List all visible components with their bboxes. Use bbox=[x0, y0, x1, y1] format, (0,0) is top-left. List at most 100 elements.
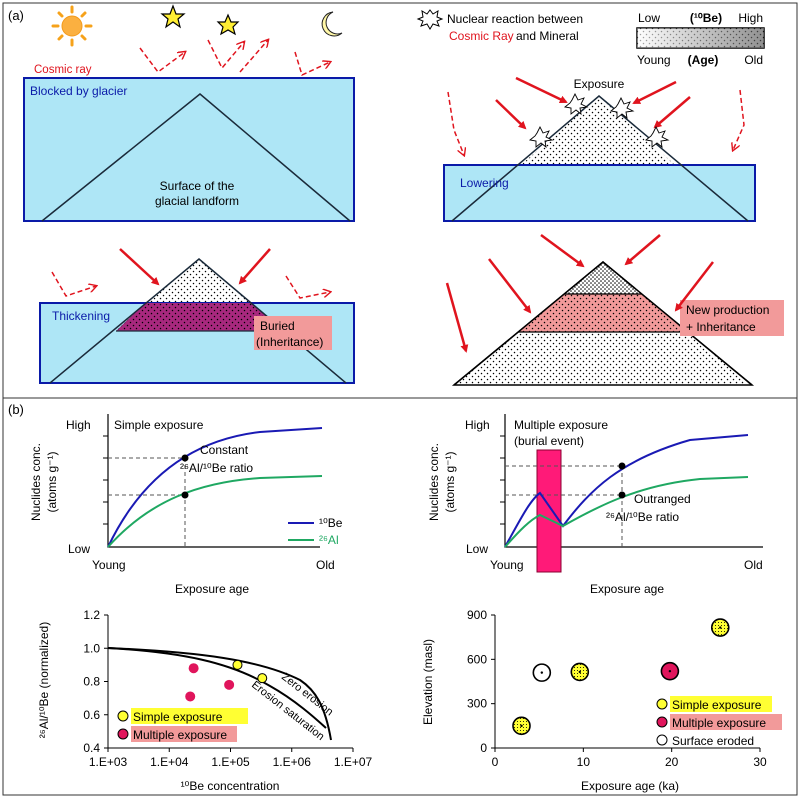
x-tick-label: 1.E+04 bbox=[150, 755, 189, 769]
landform-surface bbox=[453, 261, 753, 386]
legend-multiple-label: Multiple exposure bbox=[133, 728, 227, 742]
x-axis-label: ¹⁰Be concentration bbox=[181, 779, 280, 793]
ratio-chart: ²⁶Al/¹⁰Be (normalized) ¹⁰Be concentratio… bbox=[37, 608, 373, 793]
legend-multiple-label: Multiple exposure bbox=[672, 716, 766, 730]
landform-surface bbox=[451, 95, 749, 222]
scatter-point bbox=[185, 691, 196, 702]
legend-simple-label: Simple exposure bbox=[672, 698, 762, 712]
x-tick-label: 20 bbox=[665, 755, 679, 769]
y-low-label: Low bbox=[466, 542, 488, 556]
legend-multiple-marker bbox=[656, 716, 668, 728]
y-axis-label-line2: (atoms g⁻¹) bbox=[443, 451, 457, 512]
cosmic-ray-label: Cosmic ray bbox=[34, 64, 92, 76]
data-point bbox=[181, 454, 189, 462]
curve-label: Erosion saturation bbox=[249, 679, 326, 743]
scatter-point bbox=[257, 673, 268, 684]
x-tick-label: 1.E+06 bbox=[273, 755, 312, 769]
y-axis-label-line1: Nuclides conc. bbox=[427, 443, 441, 521]
legend-simple-highlight bbox=[131, 708, 248, 724]
simple-exposure-chart: High Low Simple exposure Constant ²⁶Al/¹… bbox=[29, 414, 343, 596]
x-tick-label: 10 bbox=[577, 755, 591, 769]
legend-simple-label: Simple exposure bbox=[133, 710, 223, 724]
reflected-rays bbox=[51, 271, 330, 299]
x-young-label: Young bbox=[490, 558, 524, 572]
legend-simple-marker bbox=[656, 698, 668, 710]
multiple-annot-line1: Outranged bbox=[634, 492, 691, 506]
lowering-label: Lowering bbox=[460, 176, 509, 190]
zero-erosion-curve bbox=[107, 647, 332, 741]
legend-simple-marker bbox=[117, 710, 129, 722]
y-high-label: High bbox=[66, 418, 91, 432]
burst-icon bbox=[416, 9, 444, 30]
multiple-exposure-title-line2: (burial event) bbox=[514, 434, 584, 448]
x-tick-label: 1.E+05 bbox=[211, 755, 250, 769]
scatter-point-center bbox=[668, 669, 672, 673]
scatter-point bbox=[224, 679, 235, 690]
cosmic-ray-arrows bbox=[495, 76, 691, 130]
panel-a-label: (a) bbox=[8, 8, 24, 23]
legend-multiple-marker bbox=[117, 728, 129, 740]
y-tick-label: 300 bbox=[467, 697, 487, 711]
erosion-saturation-curve bbox=[107, 647, 327, 729]
star-icon bbox=[160, 4, 186, 29]
y-axis-label-line2: (atoms g⁻¹) bbox=[45, 451, 59, 512]
simple-exposure-title: Simple exposure bbox=[114, 418, 204, 432]
newprod-label-line2: + Inheritance bbox=[686, 320, 756, 334]
legend-simple-highlight bbox=[670, 696, 772, 712]
exposure-label: Exposure bbox=[574, 77, 625, 91]
newprod-label-box bbox=[680, 300, 784, 336]
x-old-label: Old bbox=[744, 558, 763, 572]
glacier-block bbox=[23, 77, 355, 222]
nuclear-label-mineral: and Mineral bbox=[516, 29, 579, 43]
landform-surface bbox=[41, 93, 351, 222]
legend-low: Low bbox=[638, 11, 660, 25]
simple-annot-line2: ²⁶Al/¹⁰Be ratio bbox=[180, 461, 253, 475]
scatter-point-center bbox=[719, 626, 722, 629]
data-point bbox=[181, 491, 189, 499]
buried-zone bbox=[116, 303, 283, 331]
scatter-point-center bbox=[578, 670, 581, 674]
x-tick-label: 30 bbox=[753, 755, 767, 769]
scatter-point-center bbox=[540, 671, 544, 674]
nuclear-label: Nuclear reaction between bbox=[447, 12, 583, 26]
blocked-label: Blocked by glacier bbox=[30, 84, 127, 98]
elevation-chart: Elevation (masl) Exposure age (ka) Simpl… bbox=[421, 608, 782, 793]
new-production-zone bbox=[518, 294, 688, 332]
legend-multiple-highlight bbox=[670, 714, 782, 730]
y-low-label: Low bbox=[68, 542, 90, 556]
cosmic-ray-arrows bbox=[119, 248, 271, 286]
exposed-dotted-zone bbox=[521, 96, 675, 165]
y-tick-label: 0.4 bbox=[83, 741, 100, 755]
be-curve bbox=[504, 434, 749, 548]
y-high-label: High bbox=[465, 418, 490, 432]
burst-icon bbox=[528, 92, 670, 149]
x-tick-label: 0 bbox=[492, 755, 499, 769]
be-curve bbox=[107, 427, 323, 548]
data-point bbox=[618, 491, 626, 499]
star-icon bbox=[216, 13, 240, 36]
reflected-rays bbox=[447, 89, 745, 155]
legend-old: Old bbox=[744, 53, 763, 67]
x-tick-label: 1.E+03 bbox=[89, 755, 128, 769]
y-axis-label: ²⁶Al/¹⁰Be (normalized) bbox=[37, 622, 51, 738]
lowered-glacier-block bbox=[443, 164, 756, 222]
reflected-rays bbox=[139, 40, 330, 77]
y-axis-label: Elevation (masl) bbox=[421, 639, 435, 725]
buried-label-line1: Buried bbox=[260, 319, 295, 333]
multiple-exposure-title-line1: Multiple exposure bbox=[514, 418, 608, 432]
y-tick-label: 0.8 bbox=[83, 675, 100, 689]
legend-eroded-label: Surface eroded bbox=[672, 734, 754, 748]
legend-eroded-marker bbox=[656, 734, 668, 746]
sun-icon bbox=[51, 5, 93, 47]
legend-high: High bbox=[738, 11, 763, 25]
x-old-label: Old bbox=[316, 558, 335, 572]
multiple-exposure-chart: High Low Multiple exposure (burial event… bbox=[427, 414, 763, 596]
al-curve bbox=[107, 475, 323, 548]
surface-label-line1: Surface of the bbox=[160, 179, 235, 193]
x-axis-label: Exposure age bbox=[175, 582, 249, 596]
burial-event-bar bbox=[536, 449, 562, 573]
surface-label-line2: glacial landform bbox=[155, 194, 239, 208]
y-tick-label: 900 bbox=[467, 608, 487, 622]
scatter-point bbox=[232, 659, 243, 670]
